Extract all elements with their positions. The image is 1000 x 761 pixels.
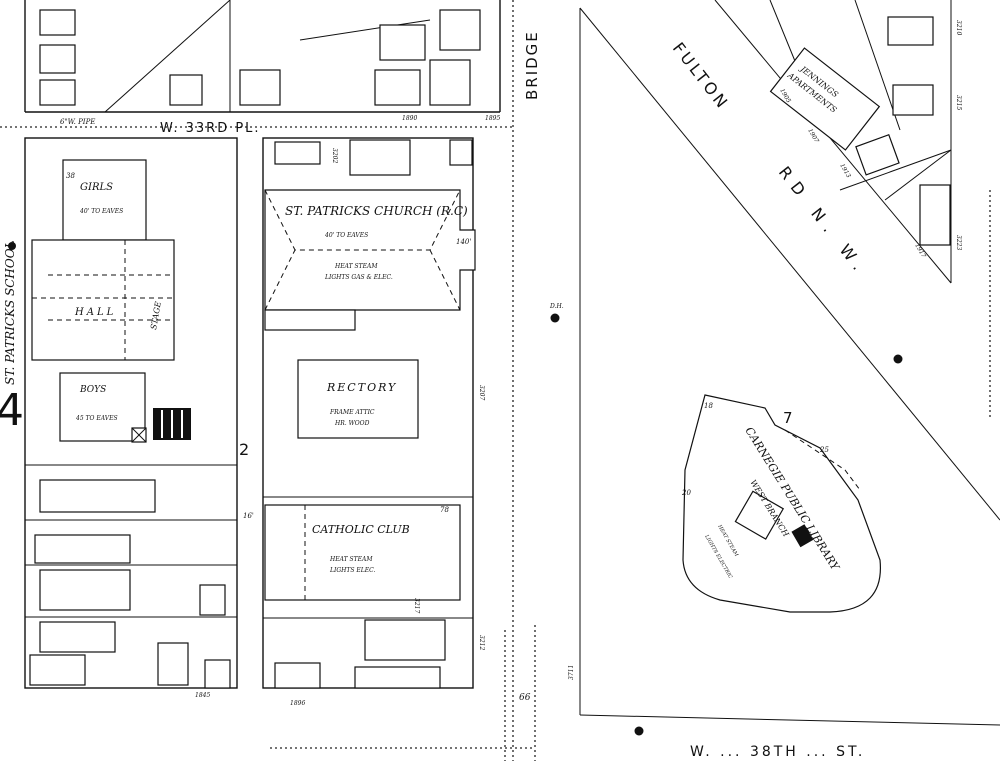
hall-label: HALL — [74, 307, 116, 318]
dimension-label: 78 — [440, 506, 449, 514]
dimension-label: 20 — [681, 489, 691, 497]
boys-eaves: 45 TO EAVES — [75, 415, 118, 422]
address: 3711 — [568, 665, 575, 680]
church-label: ST. PATRICKS CHURCH (R.C) — [285, 204, 468, 218]
hydrant — [8, 242, 16, 250]
dimension-label: 18 — [704, 402, 713, 410]
church-heat: HEAT STEAM — [334, 263, 378, 270]
church-lights: LIGHTS GAS & ELEC. — [324, 274, 393, 281]
rectory-note1: FRAME ATTIC — [329, 409, 375, 416]
address: 1913 — [838, 163, 852, 180]
club-heat: HEAT STEAM — [329, 556, 373, 563]
street-label-bottom: W. ... 38TH ... ST. — [690, 744, 865, 760]
street-label-w33rd: W. 33RD PL. — [160, 121, 261, 136]
hydrant — [550, 313, 560, 323]
dimension-label: 25 — [819, 446, 829, 454]
hydrant — [634, 726, 644, 736]
block-number-7: 7 — [783, 409, 793, 427]
dimension-label: 16' — [243, 512, 254, 520]
rectory-label: RECTORY — [326, 381, 397, 394]
address: 3215 — [955, 95, 962, 110]
misc-number: 66 — [519, 693, 531, 703]
rectory-note2: HR. WOOD — [334, 420, 370, 427]
street-label-bridge: BRIDGE — [523, 30, 541, 100]
address: 1890 — [402, 115, 417, 122]
hydrant — [893, 354, 903, 364]
address: 3217 — [413, 598, 420, 613]
catholic-club-label: CATHOLIC CLUB — [312, 523, 410, 536]
address: 1845 — [195, 692, 210, 699]
church-eaves: 40' TO EAVES — [324, 232, 368, 239]
block-left — [24, 137, 238, 689]
school-label: ST. PATRICKS SCHOOL — [3, 240, 17, 385]
block-number-2: 2 — [239, 440, 249, 459]
pipe-label: 6"W. PIPE — [60, 118, 95, 126]
block-church — [262, 137, 476, 689]
street-label-fulton-rd: RD N. W. — [775, 163, 872, 280]
sheet-number: 4 — [0, 385, 24, 436]
address: 3202 — [331, 148, 338, 163]
jennings-apartments: JENNINGS APARTMENTS — [769, 47, 881, 151]
dimension-label: 140' — [456, 238, 471, 246]
address: 1895 — [485, 115, 500, 122]
girls-label: GIRLS — [80, 182, 113, 193]
address: 3210 — [955, 20, 962, 35]
library-lot — [579, 0, 1000, 726]
dimension-label: 38 — [66, 172, 75, 180]
address: 3212 — [478, 635, 485, 650]
address: 3207 — [478, 385, 485, 400]
top-left-block — [24, 0, 501, 113]
hydrant-label: D.H. — [549, 303, 564, 310]
club-lights: LIGHTS ELEC. — [329, 567, 376, 574]
address: 1907 — [806, 128, 820, 145]
girls-eaves: 40' TO EAVES — [79, 208, 123, 215]
boys-label: BOYS — [79, 385, 106, 395]
address: 1896 — [290, 700, 305, 707]
carnegie-library — [682, 394, 881, 613]
street-label-fulton: FULTON — [669, 39, 733, 114]
address: 3223 — [955, 235, 962, 250]
